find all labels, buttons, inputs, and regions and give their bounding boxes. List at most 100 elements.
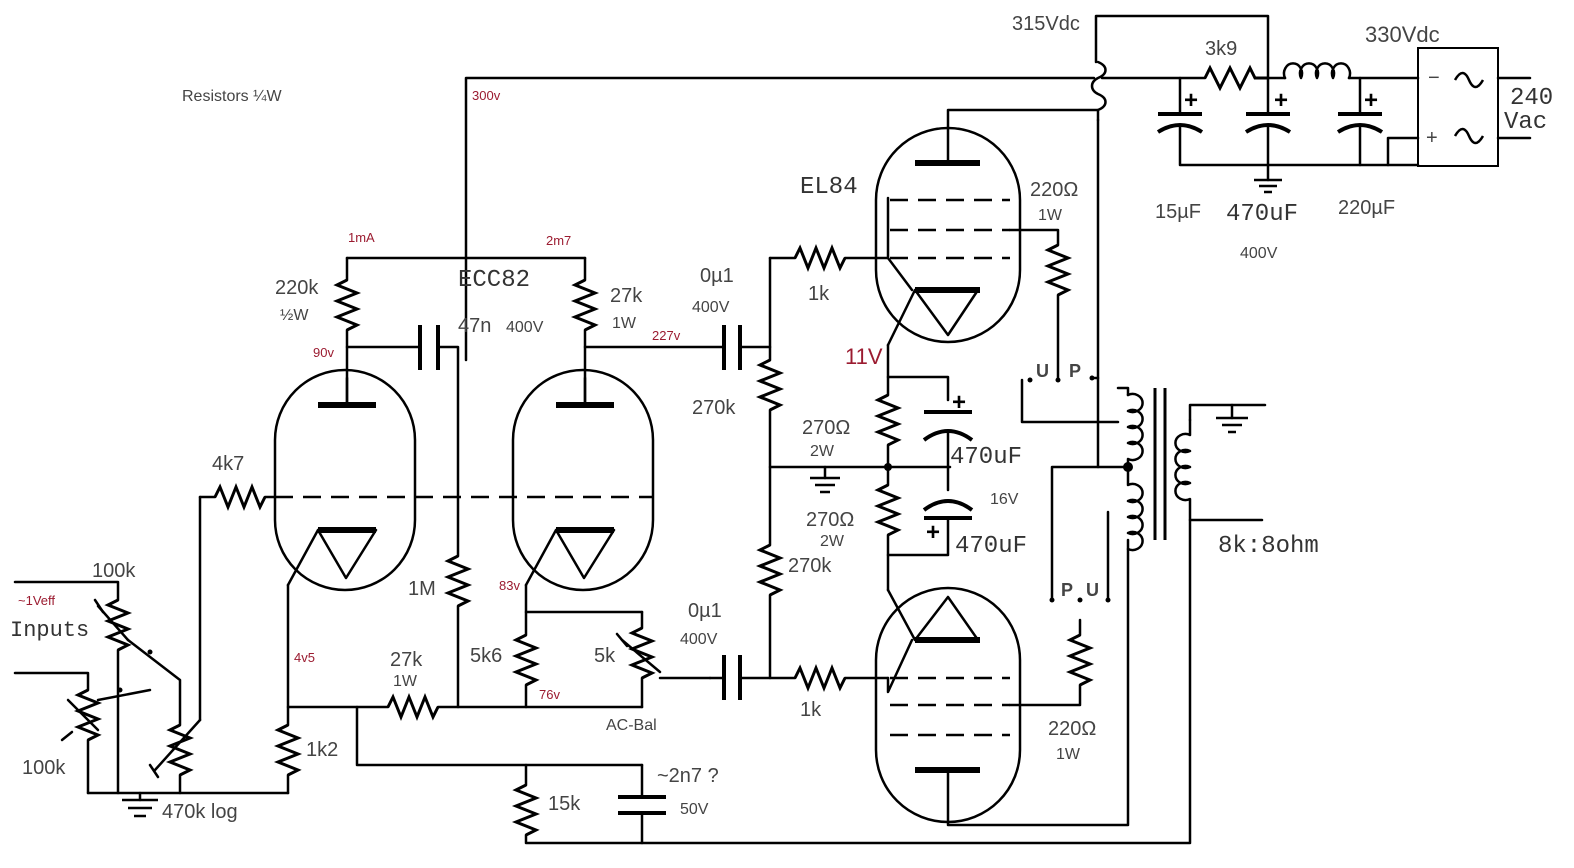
label-tap-u-2: U	[1086, 580, 1099, 600]
current-2m7: 2m7	[546, 233, 571, 248]
input-pot-bottom	[73, 688, 103, 742]
label-ecc82: ECC82	[458, 267, 530, 294]
label-0u1-b: 0µ1	[688, 600, 722, 622]
rectifier-minus: −	[1428, 67, 1440, 89]
current-1ma: 1mA	[348, 230, 375, 245]
label-27k-plate: 27k	[610, 285, 643, 307]
resistor-rating-note: Resistors ¼W	[182, 88, 282, 105]
label-220k: 220k	[275, 277, 319, 299]
label-1k-a: 1k	[808, 283, 830, 305]
label-3k9: 3k9	[1205, 38, 1237, 60]
label-270-b: 270Ω	[806, 509, 854, 531]
label-270k-a: 270k	[692, 397, 736, 419]
label-2n7: ~2n7 ?	[657, 765, 719, 787]
resistor-1k2	[273, 723, 303, 777]
output-transformer-primary	[1126, 392, 1144, 552]
label-270-a: 270Ω	[802, 417, 850, 439]
label-cap-220uf: 220µF	[1338, 197, 1395, 219]
labels: Resistors ¼W 315Vdc 330Vdc 3k9 15µF 470u…	[10, 13, 1553, 823]
voltage-83v: 83v	[499, 578, 520, 593]
label-270-a-w: 2W	[810, 443, 835, 460]
label-tap-p-2: P	[1061, 580, 1073, 600]
label-220-screen-b-w: 1W	[1056, 746, 1081, 763]
label-220k-w: ½W	[280, 307, 309, 324]
svg-text:+: +	[1184, 87, 1198, 114]
resistor-220-screen-2	[1065, 633, 1095, 687]
voltage-300v: 300v	[472, 88, 501, 103]
voltage-90v: 90v	[313, 345, 334, 360]
label-220-screen-a-w: 1W	[1038, 207, 1063, 224]
label-47n-v: 400V	[506, 319, 544, 336]
label-47n: 47n	[458, 315, 491, 337]
power-supply: + + + − +	[464, 14, 1532, 362]
resistor-15k	[511, 783, 541, 837]
volume-pot	[165, 723, 195, 777]
label-mains-2: Vac	[1504, 109, 1547, 136]
output-transformer-secondary	[1174, 418, 1264, 522]
label-270k-b: 270k	[788, 555, 832, 577]
label-pot-bottom: 100k	[22, 757, 66, 779]
resistor-27k-tail	[386, 692, 440, 722]
voltage-4v5: 4v5	[294, 650, 315, 665]
label-5k: 5k	[594, 645, 616, 667]
resistor-270k-upper	[755, 358, 785, 412]
svg-text:+: +	[926, 519, 940, 546]
resistor-220-screen-1	[1043, 243, 1073, 297]
resistor-270-cath-2	[873, 483, 903, 537]
label-470uf-a: 470uF	[950, 444, 1022, 471]
voltage-227v: 227v	[652, 328, 681, 343]
label-cap-470uf: 470uF	[1226, 201, 1298, 228]
resistor-1k-grid-1	[793, 243, 847, 273]
resistor-270-cath-1	[873, 393, 903, 447]
label-1k2: 1k2	[306, 739, 338, 761]
label-el84: EL84	[800, 174, 858, 201]
resistor-3k9	[1203, 64, 1268, 92]
voltage-11v: 11V	[845, 344, 883, 369]
label-1m: 1M	[408, 578, 436, 600]
label-pot-top: 100k	[92, 560, 136, 582]
resistor-5k6	[511, 633, 541, 687]
resistor-1k-grid-2	[793, 663, 847, 693]
label-27k-tail: 27k	[390, 649, 423, 671]
label-220-screen-b: 220Ω	[1048, 718, 1096, 740]
label-ac-bal: AC-Bal	[606, 717, 657, 734]
label-cap-voltage: 400V	[1240, 245, 1278, 262]
input-pot-top	[103, 598, 133, 652]
el84-tube-upper	[874, 126, 1022, 344]
label-5k6: 5k6	[470, 645, 502, 667]
label-tap-u-1: U	[1036, 361, 1049, 381]
resistor-270k-lower	[755, 543, 785, 597]
label-transformer: 8k:8ohm	[1218, 533, 1319, 560]
choke-inductor	[1282, 62, 1352, 80]
svg-text:+: +	[952, 389, 966, 416]
label-inputs: Inputs	[10, 618, 89, 643]
label-27k-tail-w: 1W	[393, 673, 418, 690]
label-tap-p-1: P	[1069, 361, 1081, 381]
label-pot-vol: 470k log	[162, 801, 238, 823]
label-470uf-b: 470uF	[955, 533, 1027, 560]
rectifier-plus: +	[1426, 127, 1438, 149]
resistor-220k	[332, 278, 362, 332]
label-input-level: ~1Veff	[18, 593, 55, 608]
label-1k-b: 1k	[800, 699, 822, 721]
label-315vdc: 315Vdc	[1012, 13, 1080, 35]
label-330vdc: 330Vdc	[1365, 22, 1440, 47]
input-section	[13, 580, 290, 818]
svg-text:+: +	[1364, 87, 1378, 114]
label-15k: 15k	[548, 793, 581, 815]
resistor-1m	[443, 554, 473, 608]
output-stage: + +	[583, 108, 1267, 827]
label-mains-1: 240	[1510, 85, 1553, 112]
el84-tube-lower	[874, 586, 1022, 824]
label-16v: 16V	[990, 491, 1019, 508]
rectifier-block	[1417, 47, 1499, 167]
voltage-76v: 76v	[539, 687, 560, 702]
label-27k-plate-w: 1W	[612, 315, 637, 332]
resistor-27k-plate	[570, 278, 600, 332]
ac-balance-pot	[627, 626, 657, 680]
ecc82-tube-1	[273, 368, 417, 592]
ecc82-tube-2	[511, 368, 655, 592]
label-0u1-b-v: 400V	[680, 631, 718, 648]
label-220-screen-a: 220Ω	[1030, 179, 1078, 201]
